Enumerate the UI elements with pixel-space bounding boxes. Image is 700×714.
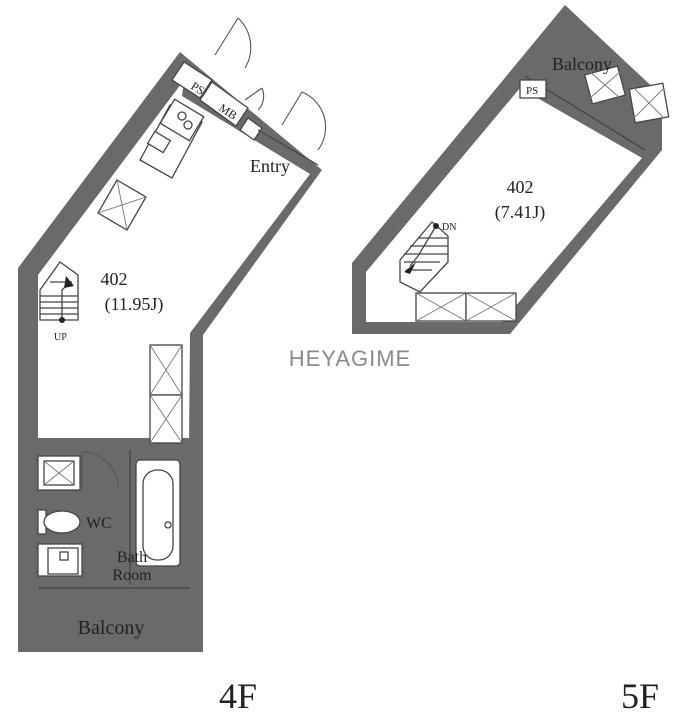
stairs-4f xyxy=(39,261,79,323)
label-ps-5f: PS xyxy=(526,85,538,97)
ps-box-5f xyxy=(519,79,547,99)
label-bath-line1: Bath xyxy=(117,549,147,566)
floor-plan-4f: 402 (11.95J) Entry PS MB UP WC Bath Room… xyxy=(18,17,327,714)
label-stairs-up: UP xyxy=(54,332,67,343)
label-entry: Entry xyxy=(250,156,290,176)
balcony-area-5f xyxy=(525,18,655,158)
balcony-boxes-5f xyxy=(583,65,670,124)
room-number-5f: 402 xyxy=(507,177,534,197)
wc-door xyxy=(81,451,119,489)
floor-label-4f: 4F xyxy=(219,676,257,714)
room-number-4f: 402 xyxy=(101,269,128,289)
outer-wall-5f xyxy=(352,5,662,334)
outer-wall-4f xyxy=(18,52,322,652)
lower-wall-4f xyxy=(18,438,203,652)
washbasin xyxy=(37,543,83,577)
room-area-5f: (7.41J) xyxy=(495,202,546,223)
stairs-5f xyxy=(399,221,449,293)
closet-4f xyxy=(149,344,183,444)
ps-mb-shafts xyxy=(171,61,263,141)
label-balcony-4f: Balcony xyxy=(78,617,145,639)
label-bath-line2: Room xyxy=(112,567,152,584)
kitchen-counter xyxy=(139,98,205,179)
label-balcony-5f: Balcony xyxy=(552,54,612,74)
label-stairs-down: DN xyxy=(442,222,456,233)
storage-box-kitchen xyxy=(97,179,147,231)
storage-box-wc xyxy=(37,455,81,491)
entry-doors xyxy=(214,17,327,166)
watermark: HEYAGIME xyxy=(289,346,412,371)
closet-5f xyxy=(415,292,517,322)
label-ps-4f: PS xyxy=(188,79,207,98)
toilet xyxy=(37,509,81,535)
floor-label-5f: 5F xyxy=(621,676,659,714)
floor-plan-5f: 402 (7.41J) Balcony PS DN 5F xyxy=(352,5,670,714)
label-wc: WC xyxy=(86,515,112,532)
room-area-4f: (11.95J) xyxy=(105,294,164,315)
bathtub xyxy=(135,459,181,567)
